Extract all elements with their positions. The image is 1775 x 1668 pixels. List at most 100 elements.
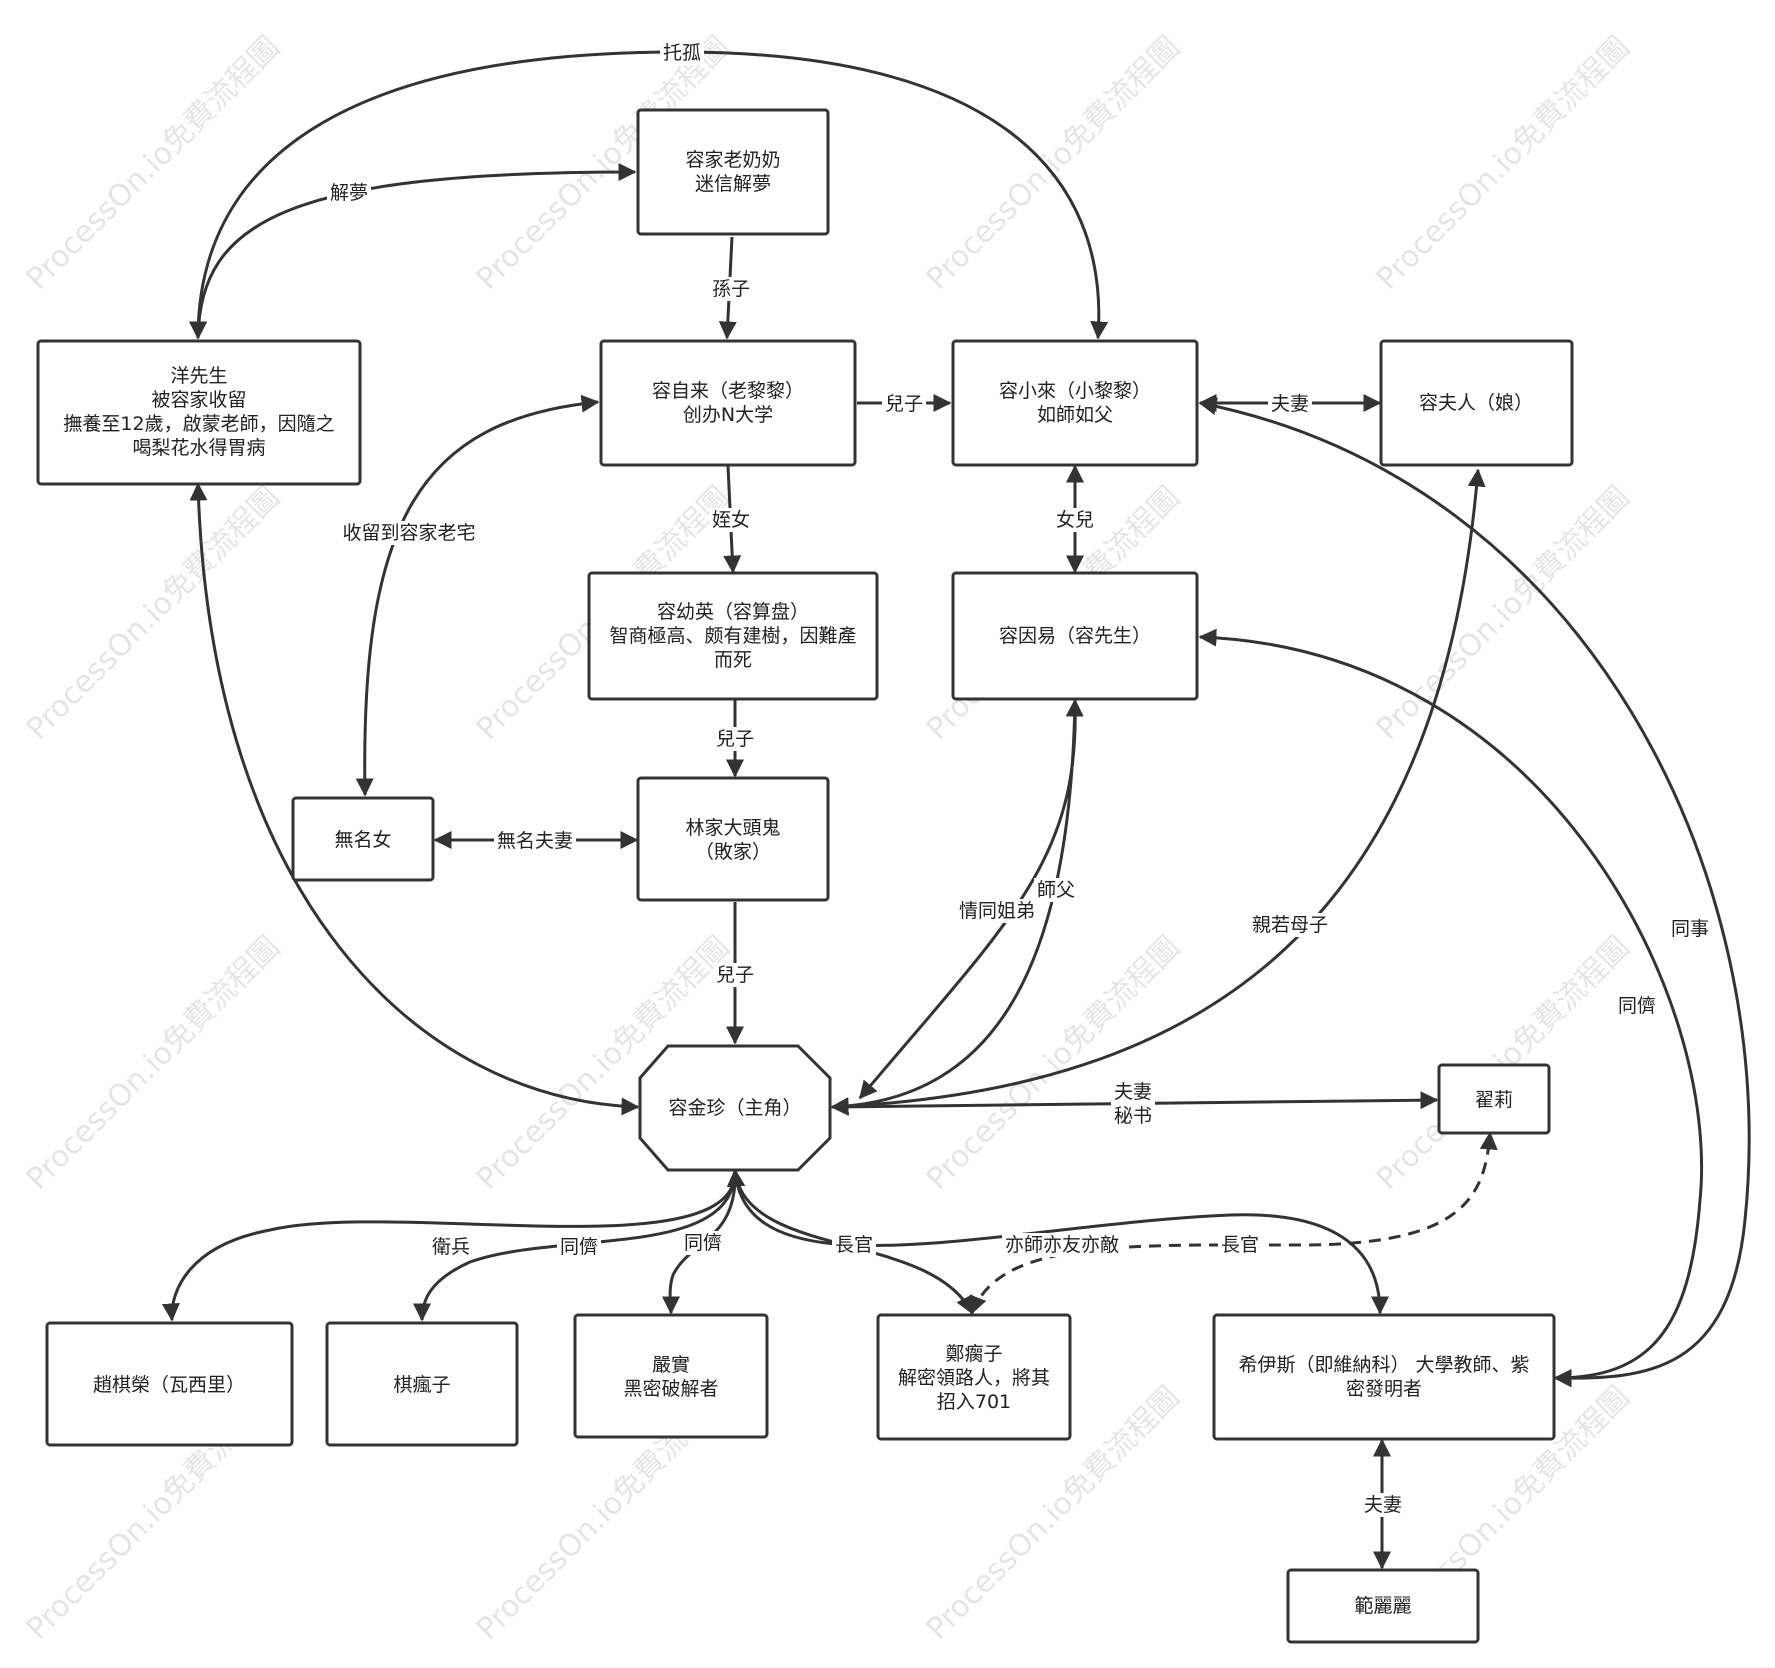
edge-label-background [1052, 508, 1098, 532]
label-yishi: 亦師亦友亦敵 [1005, 1234, 1119, 1256]
node-qifengzi-label: 棋瘋子 [393, 1374, 450, 1396]
label-shouliu: 收留到容家老宅 [342, 522, 475, 544]
label-qingtong: 情同姐弟 [959, 900, 1035, 922]
edge-yang-jinzhen [189, 482, 640, 1116]
node-datougui[interactable]: 林家大頭鬼（敗家） [636, 776, 830, 902]
edges-layer [161, 50, 1751, 1570]
edge-label-background [1033, 878, 1079, 902]
node-datougui-label: 林家大頭鬼（敗家） [685, 817, 780, 863]
edge-label-background [339, 521, 479, 545]
edge-tongchou1 [1198, 628, 1704, 1387]
label-tongchou1: 同儕 [1618, 995, 1656, 1017]
node-yanshi-label: 嚴實黑密破解者 [623, 1354, 718, 1400]
node-furen[interactable]: 容夫人（娘） [1379, 339, 1574, 467]
edge-label-background [1667, 917, 1713, 941]
label-fuqi-mishu: 夫妻秘书 [1114, 1081, 1152, 1127]
node-youying[interactable]: 容幼英（容算盘）智商極高、颇有建樹，因難產而死 [587, 571, 879, 701]
edge-label-background [712, 963, 758, 987]
edge-shifu [830, 698, 1084, 1116]
edge-weibing [161, 1168, 745, 1322]
edge-label-background [712, 727, 758, 751]
watermark-text: ProcessOn.io免費流程圖 [20, 30, 287, 297]
edge-label-background [1248, 913, 1332, 937]
node-yanshi[interactable]: 嚴實黑密破解者 [573, 1313, 769, 1439]
edge-label-background [1267, 392, 1313, 416]
watermark-text: ProcessOn.io免費流程圖 [920, 30, 1187, 297]
edge-label-background [493, 829, 577, 853]
node-wumingnv-label: 無名女 [334, 829, 391, 851]
node-xiyisi-label: 希伊斯（即維納科） 大學教師、紫密發明者 [1238, 1354, 1529, 1400]
watermark-text: ProcessOn.io免費流程圖 [1370, 480, 1637, 747]
edge-qinruo [830, 468, 1486, 1116]
node-wumingnv[interactable]: 無名女 [291, 796, 435, 882]
watermark-text: ProcessOn.io免費流程圖 [20, 480, 287, 747]
node-yang-label: 洋先生被容家收留撫養至12歲，啟蒙老師，因隨之喝梨花水得胃病 [63, 365, 334, 459]
edge-label-background [326, 181, 372, 205]
node-xiaolai-label: 容小來（小黎黎）如師如父 [999, 380, 1151, 426]
edge-label-background [955, 899, 1039, 923]
edge-label-background [1217, 1233, 1263, 1257]
node-zhaili[interactable]: 翟莉 [1437, 1063, 1551, 1135]
label-erzi1: 兒子 [885, 393, 923, 415]
edge-label-background [708, 277, 754, 301]
node-yinyi[interactable]: 容因易（容先生） [951, 571, 1199, 701]
label-shifu: 師父 [1037, 879, 1075, 901]
label-sunzi: 孫子 [712, 278, 750, 300]
watermark-text: ProcessOn.io免費流程圖 [20, 930, 287, 1197]
label-erzi3: 兒子 [716, 964, 754, 986]
node-jinzhen-label: 容金珍（主角） [668, 1097, 801, 1119]
edge-label-background [881, 392, 927, 416]
node-qifengzi[interactable]: 棋瘋子 [325, 1321, 519, 1447]
label-nver: 女兒 [1056, 509, 1094, 531]
label-fuqi1: 夫妻 [1271, 393, 1309, 415]
node-yinyi-label: 容因易（容先生） [999, 625, 1151, 647]
label-qinruo: 親若母子 [1252, 914, 1328, 936]
node-zhengbizi-label: 鄭瘸子解密領路人，將其招入701 [898, 1343, 1050, 1413]
edge-label-background [428, 1235, 474, 1259]
edge-tongshi [1198, 397, 1751, 1388]
edge-jiemeng [189, 163, 637, 340]
edge-shouliu [355, 394, 600, 797]
watermark-text: ProcessOn.io免費流程圖 [1370, 930, 1637, 1197]
nodes-layer: 容家老奶奶迷信解夢 洋先生被容家收留撫養至12歲，啟蒙老師，因隨之喝梨花水得胃病… [36, 108, 1574, 1644]
node-xiaolai[interactable]: 容小來（小黎黎）如師如父 [951, 339, 1199, 467]
node-zhaili-label: 翟莉 [1475, 1089, 1513, 1111]
label-erzi2: 兒子 [716, 728, 754, 750]
label-wumingfuqi: 無名夫妻 [497, 830, 573, 852]
edge-tongchou2 [413, 1169, 737, 1322]
node-zhaoqirong[interactable]: 趙棋榮（瓦西里） [45, 1321, 294, 1447]
label-jiemeng: 解夢 [330, 182, 368, 204]
edge-label-background [680, 1231, 726, 1255]
edge-label-background [708, 508, 754, 532]
node-fanlili[interactable]: 範麗麗 [1286, 1568, 1480, 1644]
edge-label-background [659, 41, 705, 65]
node-grandma-label: 容家老奶奶迷信解夢 [685, 149, 780, 195]
label-weibing: 衛兵 [432, 1236, 470, 1258]
edge-label-background [1001, 1233, 1123, 1257]
edge-zhangguan2 [969, 1131, 1498, 1315]
node-yang[interactable]: 洋先生被容家收留撫養至12歲，啟蒙老師，因隨之喝梨花水得胃病 [36, 339, 362, 486]
node-xiyisi[interactable]: 希伊斯（即維納科） 大學教師、紫密發明者 [1212, 1313, 1556, 1441]
node-zhengbizi[interactable]: 鄭瘸子解密領路人，將其招入701 [876, 1313, 1072, 1441]
node-fanlili-label: 範麗麗 [1354, 1595, 1411, 1617]
label-fuqi2: 夫妻 [1364, 1494, 1402, 1516]
node-grandma[interactable]: 容家老奶奶迷信解夢 [636, 108, 830, 236]
node-zilai-label: 容自来（老黎黎）创办N大学 [652, 380, 804, 426]
label-tongchou3: 同儕 [684, 1232, 722, 1254]
label-zhangguan2: 長官 [1221, 1234, 1259, 1256]
label-tuogu: 托孤 [663, 42, 701, 64]
edge-label-background [831, 1233, 877, 1257]
label-tongchou2: 同儕 [560, 1236, 598, 1258]
label-zhangguan1: 長官 [835, 1234, 873, 1256]
watermark-text: ProcessOn.io免費流程圖 [1370, 30, 1637, 297]
node-zhaoqirong-label: 趙棋榮（瓦西里） [93, 1374, 245, 1396]
node-zilai[interactable]: 容自来（老黎黎）创办N大学 [599, 339, 857, 467]
label-zhinv: 姪女 [712, 509, 750, 531]
edge-label-background [556, 1235, 602, 1259]
label-tongshi: 同事 [1671, 918, 1709, 940]
node-furen-label: 容夫人（娘） [1419, 392, 1533, 414]
node-youying-label: 容幼英（容算盘）智商極高、颇有建樹，因難產而死 [609, 601, 856, 671]
edge-labels-layer: 托孤 解夢 孫子 兒子 夫妻 收留到容家老宅 姪女 女兒 兒子 無名夫妻 兒子 … [326, 41, 1713, 1517]
node-jinzhen[interactable]: 容金珍（主角） [638, 1044, 832, 1172]
